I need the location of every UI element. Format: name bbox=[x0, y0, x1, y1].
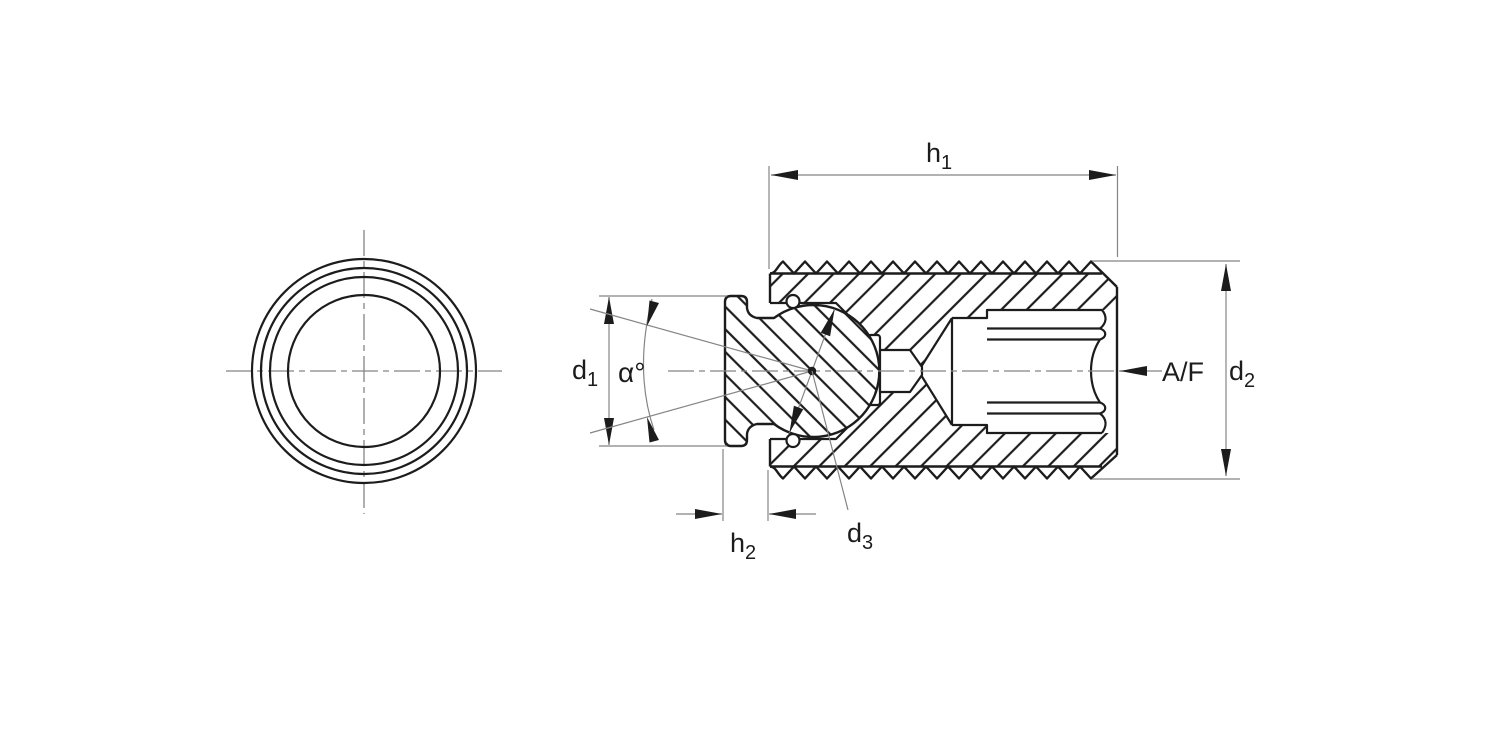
alpha-label: α° bbox=[618, 357, 645, 388]
d1-arrow-top bbox=[604, 297, 614, 324]
dim-h1: h1 bbox=[768, 138, 1119, 269]
dim-h2: h2 bbox=[676, 449, 816, 564]
af-arrow bbox=[1120, 366, 1147, 376]
h2-extension-lines bbox=[722, 449, 769, 521]
hex-socket bbox=[952, 308, 1107, 435]
d3-label: d3 bbox=[847, 518, 873, 554]
d3-arrow-top bbox=[820, 309, 835, 337]
d2-label: d2 bbox=[1229, 356, 1255, 392]
dim-af: A/F bbox=[1120, 357, 1204, 387]
alpha-arrow-top bbox=[647, 300, 659, 326]
h2-arrow-left bbox=[695, 509, 722, 519]
d2-arrow-top bbox=[1221, 264, 1231, 291]
front-view bbox=[226, 230, 502, 514]
retainer-bead-bottom bbox=[785, 432, 801, 449]
h2-arrow-right bbox=[769, 509, 796, 519]
d1-label: d1 bbox=[572, 355, 598, 391]
section-view bbox=[668, 260, 1122, 480]
front-circle-inner bbox=[286, 293, 442, 449]
front-circle-2 bbox=[259, 266, 469, 476]
d1-arrow-bottom bbox=[604, 418, 614, 445]
dim-d1: d1 bbox=[572, 295, 727, 447]
alpha-swivel-lines bbox=[589, 308, 813, 434]
h1-arrow-left bbox=[771, 170, 798, 180]
dim-alpha: α° bbox=[589, 298, 813, 443]
thread-root-lines bbox=[770, 272, 1102, 468]
d3-arrow-bottom bbox=[789, 405, 804, 433]
hex-socket-flat-lines bbox=[987, 327, 1100, 415]
h1-extension-lines bbox=[768, 166, 1119, 269]
h1-label: h1 bbox=[926, 138, 952, 174]
h2-label: h2 bbox=[730, 528, 756, 564]
front-circle-outer bbox=[250, 257, 478, 485]
thread-top bbox=[769, 260, 1118, 288]
thread-bottom bbox=[769, 454, 1118, 480]
d1-extension-lines bbox=[599, 295, 727, 447]
h1-arrow-right bbox=[1089, 170, 1116, 180]
pad-ball-outline bbox=[723, 294, 881, 448]
retainer-bead-top bbox=[785, 293, 801, 310]
d2-arrow-bottom bbox=[1221, 449, 1231, 476]
hex-socket-outline bbox=[952, 308, 1102, 435]
alpha-arrow-bottom bbox=[647, 417, 659, 443]
af-label: A/F bbox=[1162, 357, 1204, 387]
dim-d3: d3 bbox=[788, 308, 873, 554]
dim-d2: d2 bbox=[1092, 260, 1255, 480]
d3-leader-line bbox=[811, 370, 849, 511]
front-circle-3 bbox=[268, 275, 460, 467]
d2-extension-lines bbox=[1092, 260, 1240, 480]
